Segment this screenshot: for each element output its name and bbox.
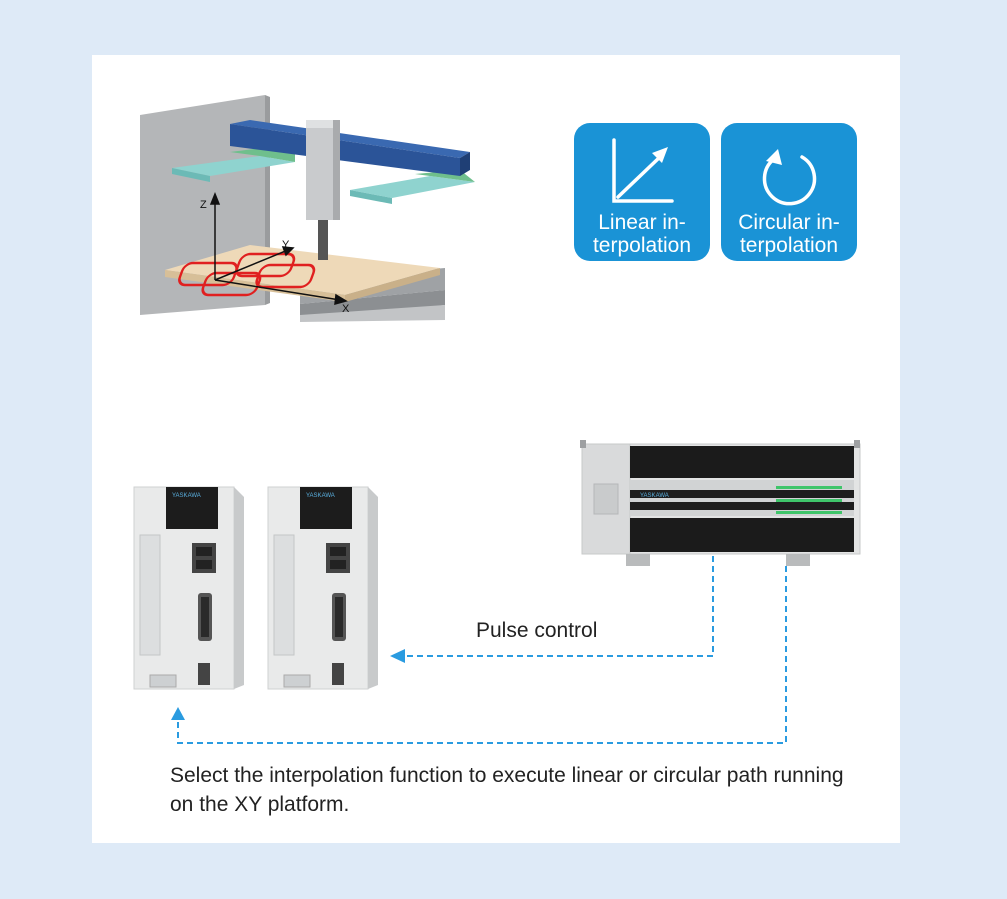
servo-drives: YASKAWA YASKAWA xyxy=(133,486,378,690)
linear-arrow-icon xyxy=(612,138,674,203)
servo-drive-1: YASKAWA xyxy=(133,486,244,690)
gantry-beam xyxy=(230,120,470,158)
axis-label-x: X xyxy=(342,303,350,315)
caption-text: Select the interpolation function to exe… xyxy=(170,764,844,816)
servo-drive-2: YASKAWA xyxy=(267,486,378,690)
xy-platform xyxy=(165,245,440,295)
svg-text:YASKAWA: YASKAWA xyxy=(640,493,669,499)
interpolation-paths xyxy=(178,252,316,297)
return-control-line xyxy=(177,566,787,744)
axis-lines xyxy=(209,191,348,306)
pulse-control-line xyxy=(402,556,714,657)
linear-interpolation-label: Linear in- terpolation xyxy=(592,211,692,257)
svg-text:YASKAWA: YASKAWA xyxy=(306,493,335,499)
arrowhead-up-icon xyxy=(171,707,185,720)
circular-interpolation-badge: Circular in- terpolation xyxy=(721,123,857,261)
axis-label-y: Y xyxy=(282,239,290,251)
gantry-illustration: Z Y X xyxy=(140,95,475,322)
arrowhead-left-icon xyxy=(390,649,405,663)
right-rail xyxy=(350,176,475,198)
circular-interpolation-label: Circular in- terpolation xyxy=(738,211,840,257)
linear-interpolation-badge: Linear in- terpolation xyxy=(574,123,710,261)
plc-controller: YASKAWA xyxy=(580,440,861,566)
tool-spindle xyxy=(318,220,328,260)
circular-arrow-icon xyxy=(762,149,817,206)
left-rail xyxy=(172,156,295,176)
pulse-control-label: Pulse control xyxy=(476,619,598,642)
svg-text:YASKAWA: YASKAWA xyxy=(172,493,201,499)
axis-label-z: Z xyxy=(200,199,207,211)
